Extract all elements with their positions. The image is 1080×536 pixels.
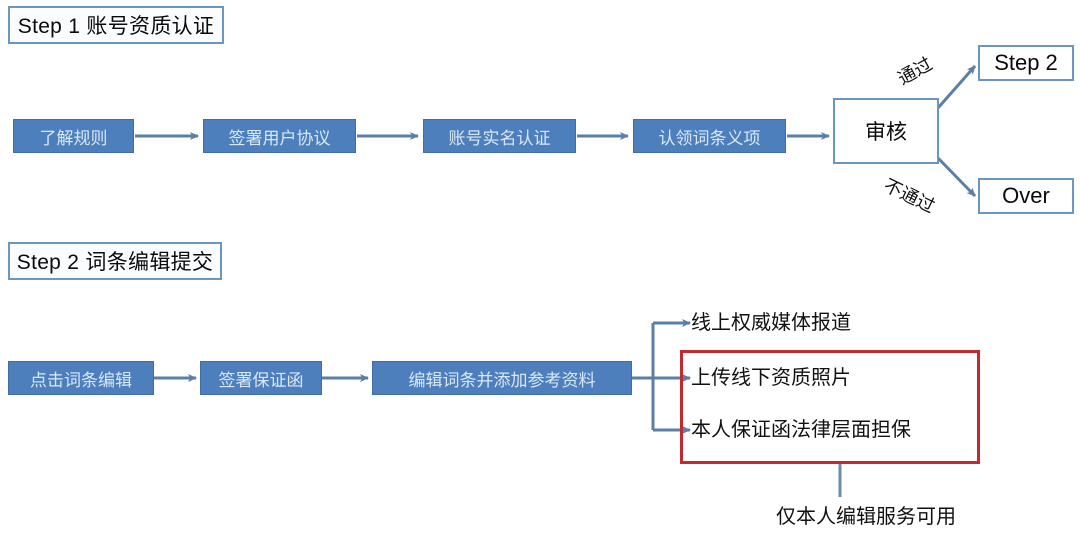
edge-label-fail-text: 不通过 <box>880 175 938 217</box>
material-item-2-label: 上传线下资质照片 <box>691 367 851 389</box>
section-header-step2-label: Step 2 词条编辑提交 <box>16 251 214 274</box>
terminal-box-over-label: Over <box>1002 183 1050 208</box>
process-box-step1-3[interactable]: 账号实名认证 <box>423 119 576 153</box>
material-item-1: 线上权威媒体报道 <box>691 313 851 333</box>
section-header-step1-label: Step 1 账号资质认证 <box>17 15 215 38</box>
process-box-step2-3-label: 编辑词条并添加参考资料 <box>408 370 596 390</box>
process-box-step1-1[interactable]: 了解规则 <box>13 119 134 153</box>
terminal-box-step2[interactable]: Step 2 <box>978 45 1074 81</box>
section-header-step1: Step 1 账号资质认证 <box>8 6 224 44</box>
process-box-step1-2[interactable]: 签署用户协议 <box>203 119 356 153</box>
arrow-pass <box>936 65 977 109</box>
material-item-3-label: 本人保证函法律层面担保 <box>691 419 911 441</box>
edge-label-pass-text: 通过 <box>894 53 936 89</box>
material-item-2: 上传线下资质照片 <box>691 368 851 388</box>
process-box-step1-2-label: 签署用户协议 <box>228 128 331 148</box>
process-box-step1-1-label: 了解规则 <box>39 128 108 148</box>
emphasis-box-self-edit-materials <box>680 350 980 464</box>
edge-label-fail: 不通过 <box>880 175 938 217</box>
edge-label-pass: 通过 <box>894 53 936 89</box>
process-box-step1-3-label: 账号实名认证 <box>448 128 551 148</box>
material-item-1-label: 线上权威媒体报道 <box>691 312 851 334</box>
decision-box-review[interactable]: 审核 <box>833 98 939 164</box>
arrow-fail <box>936 156 977 198</box>
terminal-box-over[interactable]: Over <box>978 178 1074 214</box>
terminal-box-step2-label: Step 2 <box>994 50 1058 75</box>
section-header-step2: Step 2 词条编辑提交 <box>8 242 222 280</box>
fan-trunk <box>632 323 655 430</box>
process-box-step1-4-label: 认领词条义项 <box>658 128 761 148</box>
process-box-step2-2[interactable]: 签署保证函 <box>200 361 322 395</box>
process-box-step2-1[interactable]: 点击词条编辑 <box>8 361 154 395</box>
material-item-3: 本人保证函法律层面担保 <box>691 420 911 440</box>
process-box-step2-3[interactable]: 编辑词条并添加参考资料 <box>372 361 632 395</box>
process-box-step2-2-label: 签署保证函 <box>218 370 304 390</box>
process-box-step1-4[interactable]: 认领词条义项 <box>633 119 786 153</box>
annotation-self-edit-only-label: 仅本人编辑服务可用 <box>776 506 956 528</box>
decision-box-review-label: 审核 <box>865 121 907 144</box>
process-box-step2-1-label: 点击词条编辑 <box>30 370 132 390</box>
annotation-self-edit-only: 仅本人编辑服务可用 <box>776 507 956 527</box>
